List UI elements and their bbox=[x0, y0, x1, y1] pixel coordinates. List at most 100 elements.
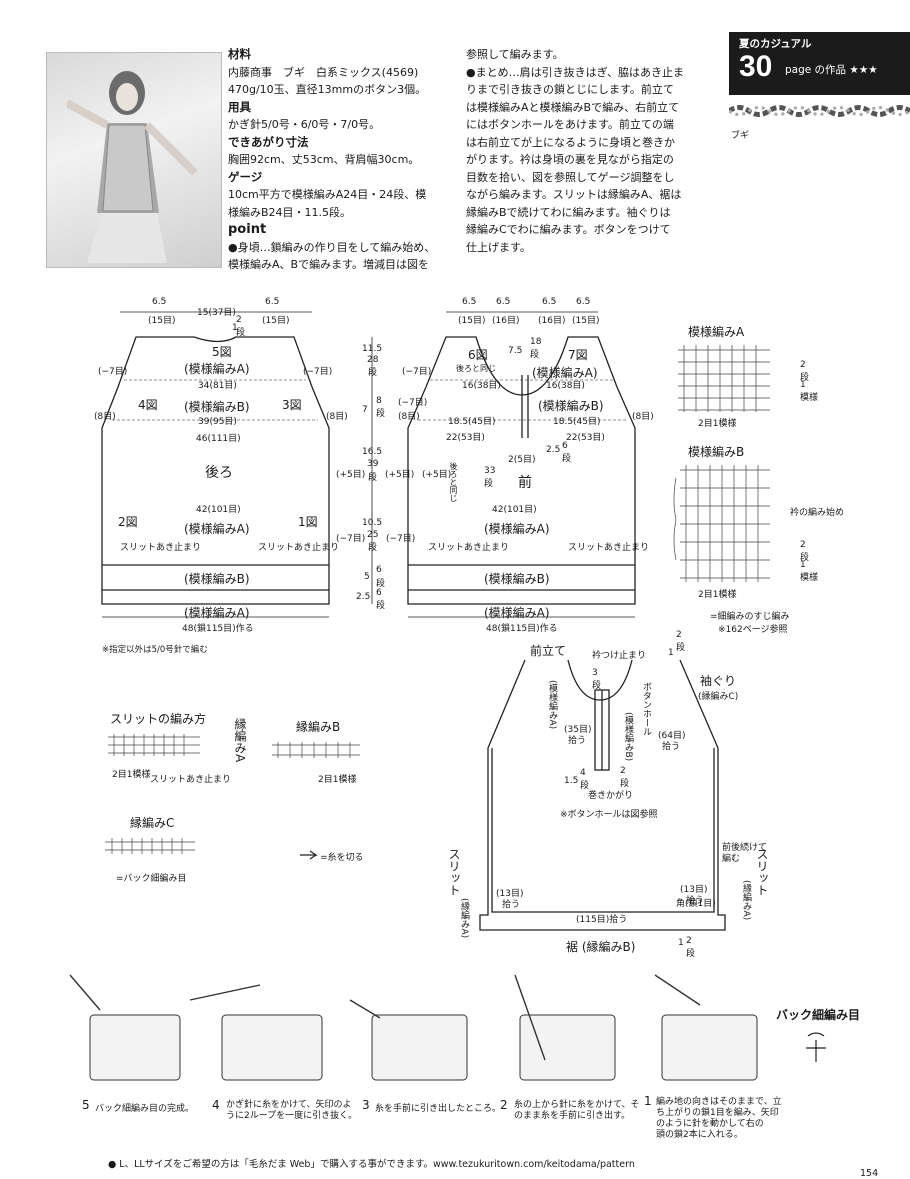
back-pattern-label: (模様編みB) bbox=[184, 400, 250, 414]
armhole-title: 袖ぐり bbox=[700, 674, 737, 688]
front-dim: 16(38目) bbox=[546, 381, 585, 391]
front-zone-label: 7図 bbox=[568, 348, 588, 362]
finish-dim: (115目)拾う bbox=[576, 915, 628, 925]
placket-title: 前立て bbox=[530, 644, 567, 658]
back-single-crochet-symbol-tilde bbox=[807, 1032, 825, 1037]
back-single-crochet-title: バック細編み目 bbox=[776, 1008, 861, 1022]
finish-dim: 拾う bbox=[568, 736, 587, 746]
edge-c-symbol: =バック細編み目 bbox=[116, 874, 187, 884]
vert-dim: 7 bbox=[362, 405, 368, 415]
finish-dim: 4 bbox=[580, 768, 586, 778]
finish-dim: 1.5 bbox=[564, 776, 579, 786]
finish-outline bbox=[479, 659, 726, 931]
edge-b-repeat: 2目1模様 bbox=[318, 775, 357, 785]
front-dim: (15目) bbox=[572, 316, 600, 326]
vert-dim: 10.5 bbox=[362, 518, 383, 528]
back-dim: 段 bbox=[236, 328, 246, 338]
point-line-2: 模様編みA、Bで編みます。増減目は図を bbox=[228, 258, 429, 271]
instruction-line: 縁編みCでわに編みます。ボタンをつけて bbox=[466, 223, 671, 236]
step-text: バック細編み目の完成。 bbox=[95, 1104, 195, 1114]
hook-5 bbox=[654, 974, 701, 1006]
finish-dim: 拾う bbox=[662, 742, 681, 752]
front-dim: (15目) bbox=[458, 316, 486, 326]
step-number: 1 bbox=[644, 1094, 652, 1108]
corner-label: 角(鎖1目) bbox=[676, 899, 716, 909]
buttonhole-note: ※ボタンホールは図参照 bbox=[560, 810, 658, 820]
front-dim: 48(鎖115目)作る bbox=[486, 624, 558, 634]
continuous-note: 前後続けて bbox=[722, 843, 768, 853]
step-text: 糸の上から針に糸をかけて、そ bbox=[514, 1100, 640, 1110]
step-number: 2 bbox=[500, 1098, 508, 1112]
continuous-note: 編む bbox=[722, 854, 741, 864]
finish-dim: 段 bbox=[686, 949, 696, 959]
back-dim: (+5目) bbox=[336, 470, 366, 480]
armhole-subtitle: (縁編みC) bbox=[698, 692, 739, 702]
finish-dim: 段 bbox=[592, 681, 602, 691]
back-zone-label: 2図 bbox=[118, 515, 138, 529]
finish-dim: 段 bbox=[580, 781, 590, 791]
edge-b-title: 縁編みB bbox=[296, 720, 341, 734]
vert-dim: 段 bbox=[368, 543, 378, 553]
front-dim: 22(53目) bbox=[566, 433, 605, 443]
cut-thread-arrow-icon bbox=[300, 850, 318, 860]
legend-a-chart bbox=[678, 345, 770, 412]
series-title: 夏のカジュアル bbox=[739, 38, 812, 50]
front-dim: (−7目) bbox=[386, 534, 416, 544]
edge-c-title: 縁編みC bbox=[130, 816, 175, 830]
back-dim: (8目) bbox=[326, 412, 348, 422]
back-dim: 48(鎖115目)作る bbox=[182, 624, 254, 634]
pattern-number: 30 bbox=[739, 50, 773, 83]
slit-chart-stop: スリットあき止まり bbox=[150, 775, 232, 785]
legend-a-rows: 段 bbox=[800, 373, 810, 383]
instruction-line: 仕上げます。 bbox=[466, 240, 531, 254]
back-piece-name: 後ろ bbox=[205, 465, 233, 481]
vert-dim: 2.5 bbox=[356, 592, 371, 602]
front-dim: 16(38目) bbox=[462, 381, 501, 391]
front-dim: 6.5 bbox=[576, 297, 591, 307]
yarn-label: ブギ bbox=[731, 131, 750, 141]
step-number: 5 bbox=[82, 1098, 90, 1112]
back-dim: 6.5 bbox=[265, 297, 280, 307]
front-piece-name: 前 bbox=[518, 475, 532, 491]
vert-dim: 段 bbox=[368, 368, 378, 378]
front-pattern-label: (模様編みA) bbox=[484, 606, 550, 620]
back-single-crochet-symbol-cross bbox=[806, 1040, 826, 1062]
back-zone-label: 3図 bbox=[282, 398, 302, 412]
vert-dim: 5 bbox=[364, 572, 370, 582]
back-dim: 1 bbox=[232, 323, 238, 333]
needle-note: ※指定以外は5/0号針で編む bbox=[102, 645, 208, 655]
front-dim: 18.5(45目) bbox=[553, 417, 601, 427]
step-text: うに2ループを一度に引き抜く。 bbox=[226, 1111, 358, 1121]
finish-dim: (13目) bbox=[496, 889, 524, 899]
legend-a-repeat: 2目1模様 bbox=[698, 419, 737, 429]
vert-dim: 段 bbox=[376, 601, 386, 611]
finish-dim: 1 bbox=[678, 938, 684, 948]
finish-pattern-b: (模様編みB) bbox=[623, 712, 633, 762]
edge-a-title: 縁編みA bbox=[233, 718, 247, 763]
finish-dim: 段 bbox=[620, 779, 630, 789]
front-dim: (−7目) bbox=[402, 367, 432, 377]
front-dim: 18 bbox=[530, 337, 542, 347]
finish-dim: (13目) bbox=[680, 885, 708, 895]
legend-b-title: 模様編みB bbox=[688, 445, 745, 459]
front-dim: 33 bbox=[484, 466, 496, 476]
front-dim: (+5目) bbox=[422, 470, 452, 480]
pattern-page-suffix: page の作品 ★★★ bbox=[785, 64, 878, 76]
finish-pattern-a: (模様編みA) bbox=[547, 680, 557, 730]
buttonhole-label: ボタンホール bbox=[641, 682, 651, 736]
hem-title: 裾 (縁編みB) bbox=[566, 940, 636, 954]
back-dim: (−7目) bbox=[336, 534, 366, 544]
instruction-line: にはボタンホールをあけます。前立ての端 bbox=[466, 118, 674, 131]
front-dim: (8目) bbox=[632, 412, 654, 422]
back-zone-label: 4図 bbox=[138, 398, 158, 412]
back-zone-label: 1図 bbox=[298, 515, 318, 529]
gauge-line-2: 様編みB24目・11.5段。 bbox=[228, 205, 352, 219]
legend-b-rows: 2 bbox=[800, 540, 806, 550]
step-text: のまま糸を手前に引き出す。 bbox=[514, 1111, 631, 1121]
front-dim: (−7目) bbox=[398, 398, 428, 408]
vert-dim: 6 bbox=[376, 588, 382, 598]
back-dim: (15目) bbox=[148, 316, 176, 326]
back-zone-label: 5図 bbox=[212, 345, 232, 359]
front-dim: 2(5目) bbox=[508, 455, 536, 465]
cut-thread-note: =糸を切る bbox=[320, 853, 364, 863]
